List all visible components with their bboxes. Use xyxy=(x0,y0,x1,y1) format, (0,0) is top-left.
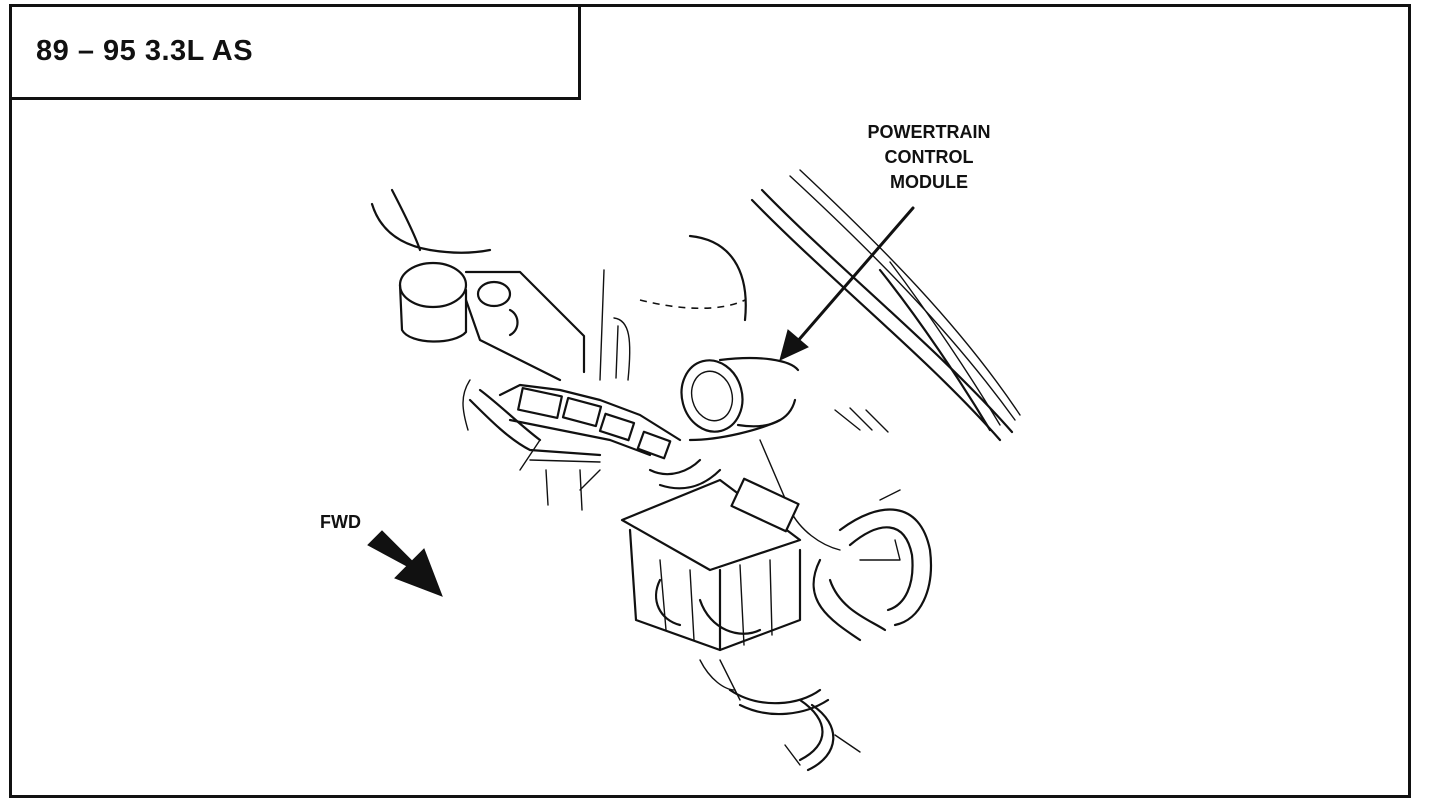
wiring-harness xyxy=(462,379,722,491)
coolant-hose xyxy=(812,489,933,642)
arrow-pointer-icon xyxy=(779,206,915,361)
support-posts xyxy=(545,269,631,511)
diagram-frame xyxy=(9,4,1411,798)
reservoir xyxy=(398,261,586,382)
intake-duct xyxy=(680,356,889,551)
page-title: 89 – 95 3.3L AS xyxy=(36,35,254,67)
air-cleaner-box xyxy=(620,477,802,652)
lower-hoses xyxy=(699,659,861,772)
callout-line-2: CONTROL xyxy=(884,147,974,167)
fwd-arrow-icon xyxy=(367,530,443,597)
callout-line-3: MODULE xyxy=(890,172,968,192)
strut-tower xyxy=(370,188,747,322)
callout-line-1: POWERTRAIN xyxy=(867,122,991,142)
title-box: 89 – 95 3.3L AS xyxy=(9,4,581,100)
fwd-label: FWD xyxy=(320,512,361,532)
pcm-callout-label: POWERTRAIN CONTROL MODULE xyxy=(826,120,1032,195)
fender-lines xyxy=(750,169,1021,442)
